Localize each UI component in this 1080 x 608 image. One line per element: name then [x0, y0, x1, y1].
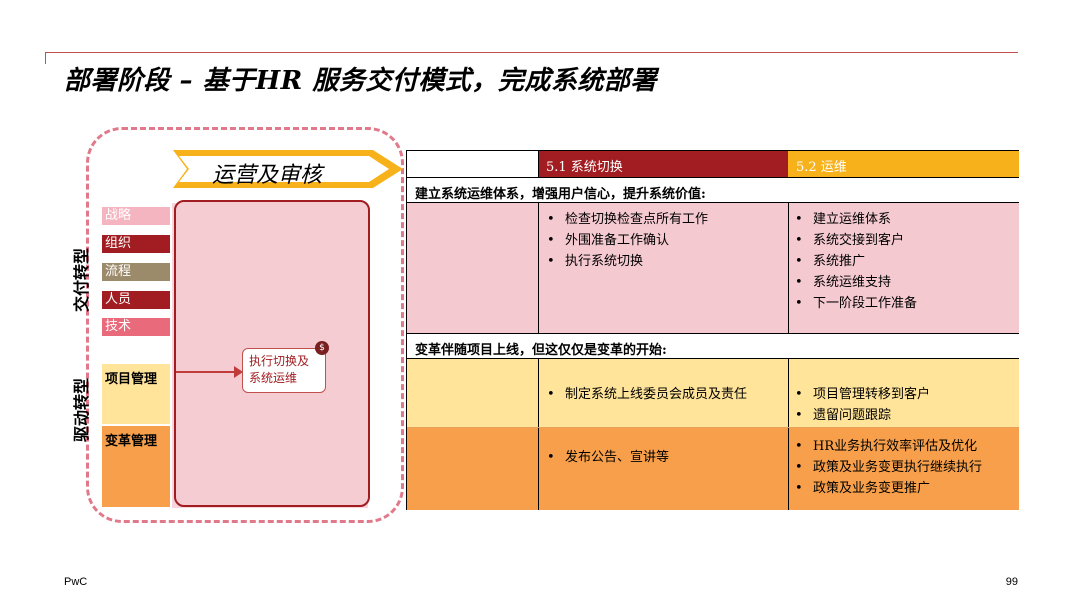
page-title: 部署阶段 – 基于HR 服务交付模式，完成系统部署	[64, 66, 657, 96]
list-item: 外围准备工作确认	[547, 230, 708, 251]
section-2-cm-col2: HR业务执行效率评估及优化 政策及业务变更执行继续执行 政策及业务变更推广	[795, 436, 982, 499]
page-number: 99	[1005, 576, 1018, 588]
chevron-banner	[173, 150, 403, 188]
exec-box-line1: 执行切换及	[249, 354, 310, 368]
list-item: 系统交接到客户	[795, 230, 917, 251]
grid-line	[407, 427, 1019, 428]
category-technology: 技术	[102, 318, 170, 336]
chevron-label: 运营及审核	[212, 163, 323, 188]
brand-footer: PwC	[64, 576, 88, 588]
side-label-delivery: 交付转型	[72, 247, 91, 312]
dollar-icon: $	[315, 341, 329, 355]
header-operations: 5.2 运维	[788, 151, 1019, 177]
change-management-label: 变革管理	[102, 426, 170, 507]
list-item: 发布公告、宣讲等	[547, 447, 669, 468]
list-item: 执行系统切换	[547, 251, 708, 272]
section-2-title: 变革伴随项目上线，但这仅仅是变革的开始:	[407, 333, 1019, 359]
section-1-col1: 检查切换检查点所有工作 外围准备工作确认 执行系统切换	[547, 209, 708, 272]
list-item: 政策及业务变更执行继续执行	[795, 457, 982, 478]
arrow-right-icon	[234, 366, 243, 378]
phase-table: 5.1 系统切换 5.2 运维 建立系统运维体系，增强用户信心，提升系统价值: …	[406, 150, 1019, 510]
title-rule	[45, 52, 1018, 53]
section-1-col2: 建立运维体系 系统交接到客户 系统推广 系统运维支持 下一阶段工作准备	[795, 209, 917, 314]
grid-line	[538, 151, 539, 177]
section-1-body	[407, 203, 1019, 333]
dashed-frame	[86, 127, 404, 523]
category-people: 人员	[102, 291, 170, 309]
list-item: 检查切换检查点所有工作	[547, 209, 708, 230]
list-item: 政策及业务变更推广	[795, 478, 982, 499]
category-strategy: 战略	[102, 207, 170, 225]
list-item: 建立运维体系	[795, 209, 917, 230]
header-system-cutover: 5.1 系统切换	[538, 151, 788, 177]
section-1-title: 建立系统运维体系，增强用户信心，提升系统价值:	[407, 177, 1019, 203]
exec-cutover-box: 执行切换及 系统运维	[242, 348, 326, 393]
list-item: HR业务执行效率评估及优化	[795, 436, 982, 457]
grid-line	[788, 359, 789, 510]
arrow-line	[176, 371, 238, 373]
section-2-pm-col2: 项目管理转移到客户 遗留问题跟踪	[795, 384, 930, 426]
project-management-label: 项目管理	[102, 364, 170, 424]
list-item: 下一阶段工作准备	[795, 293, 917, 314]
section-2-cm-col1: 发布公告、宣讲等	[547, 447, 669, 468]
list-item: 系统推广	[795, 251, 917, 272]
category-process: 流程	[102, 263, 170, 281]
list-item: 制定系统上线委员会成员及责任	[547, 384, 747, 405]
list-item: 遗留问题跟踪	[795, 405, 930, 426]
grid-line	[788, 203, 789, 333]
section-2-pm-col1: 制定系统上线委员会成员及责任	[547, 384, 747, 405]
exec-box-line2: 系统运维	[249, 371, 298, 385]
title-rule-tick	[45, 52, 46, 64]
category-organization: 组织	[102, 235, 170, 253]
list-item: 系统运维支持	[795, 272, 917, 293]
list-item: 项目管理转移到客户	[795, 384, 930, 405]
grid-line	[538, 359, 539, 510]
side-label-driving: 驱动转型	[72, 377, 91, 442]
grid-line	[538, 203, 539, 333]
